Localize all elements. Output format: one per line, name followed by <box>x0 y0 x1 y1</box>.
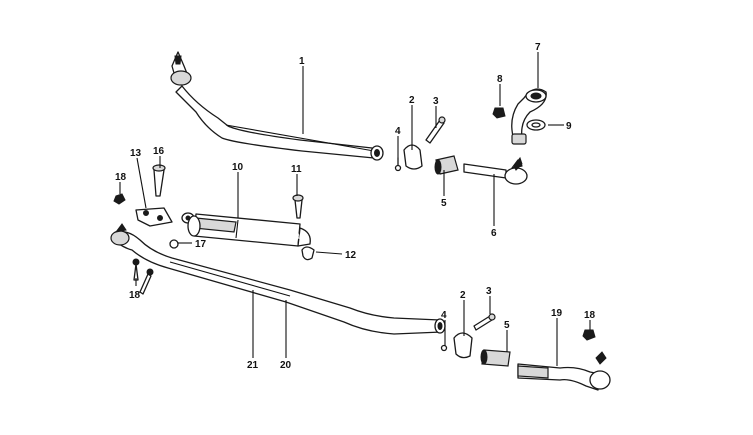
callout-7: 7 <box>535 42 541 53</box>
callout-9: 9 <box>566 121 572 132</box>
callout-3-lower: 3 <box>486 286 492 297</box>
part-nut-18-left <box>113 193 126 205</box>
callout-4-lower: 4 <box>441 310 447 321</box>
callout-17-upper: 17 <box>195 239 207 250</box>
callout-16: 16 <box>153 146 165 157</box>
part-bolt-11 <box>292 194 304 219</box>
callout-20: 20 <box>280 360 292 371</box>
callout-8: 8 <box>497 74 503 85</box>
part-tie-rod-end-19 <box>517 351 611 391</box>
callout-19: 19 <box>551 308 563 319</box>
part-adjuster-clamp-upper <box>394 116 446 172</box>
callout-18-left: 18 <box>115 172 127 183</box>
part-steering-damper <box>187 213 311 247</box>
callout-1: 1 <box>299 56 305 67</box>
part-clip-12 <box>301 246 315 261</box>
callout-13: 13 <box>130 148 142 159</box>
callout-18-right: 18 <box>584 310 596 321</box>
part-washer-upper <box>526 119 546 131</box>
callout-2-upper: 2 <box>409 95 415 106</box>
callout-17-lower: 18 <box>129 290 141 301</box>
part-tie-rod-end-upper <box>463 156 528 185</box>
part-adjuster-sleeve-lower <box>480 349 511 367</box>
leader-lines <box>119 52 591 366</box>
part-nut-upper <box>492 107 506 119</box>
callout-6: 6 <box>491 228 497 239</box>
part-adjuster-sleeve-upper <box>434 155 459 175</box>
callout-11: 11 <box>291 164 302 175</box>
part-fasteners-17-lower <box>132 239 179 295</box>
callout-3-upper: 3 <box>433 96 439 107</box>
callout-4-upper: 4 <box>395 126 401 137</box>
callout-5-lower: 5 <box>504 320 510 331</box>
callout-10: 10 <box>232 162 244 173</box>
part-bracket-13 <box>135 207 195 227</box>
part-bolt-16 <box>152 164 166 197</box>
callout-12: 12 <box>345 250 357 261</box>
part-pitman-arm <box>511 88 547 145</box>
callout-2-lower: 2 <box>460 290 466 301</box>
watermark-text: kta <box>283 229 300 242</box>
callout-5-upper: 5 <box>441 198 447 209</box>
part-nut-18-right <box>582 329 596 341</box>
part-drag-link-upper <box>170 51 384 161</box>
callout-labels: 1 2 3 4 5 6 7 8 9 10 11 12 13 16 17 18 1… <box>115 42 596 371</box>
callout-21: 21 <box>247 360 259 371</box>
part-tie-rod-lower <box>110 223 446 335</box>
part-adjuster-clamp-lower <box>440 313 496 359</box>
